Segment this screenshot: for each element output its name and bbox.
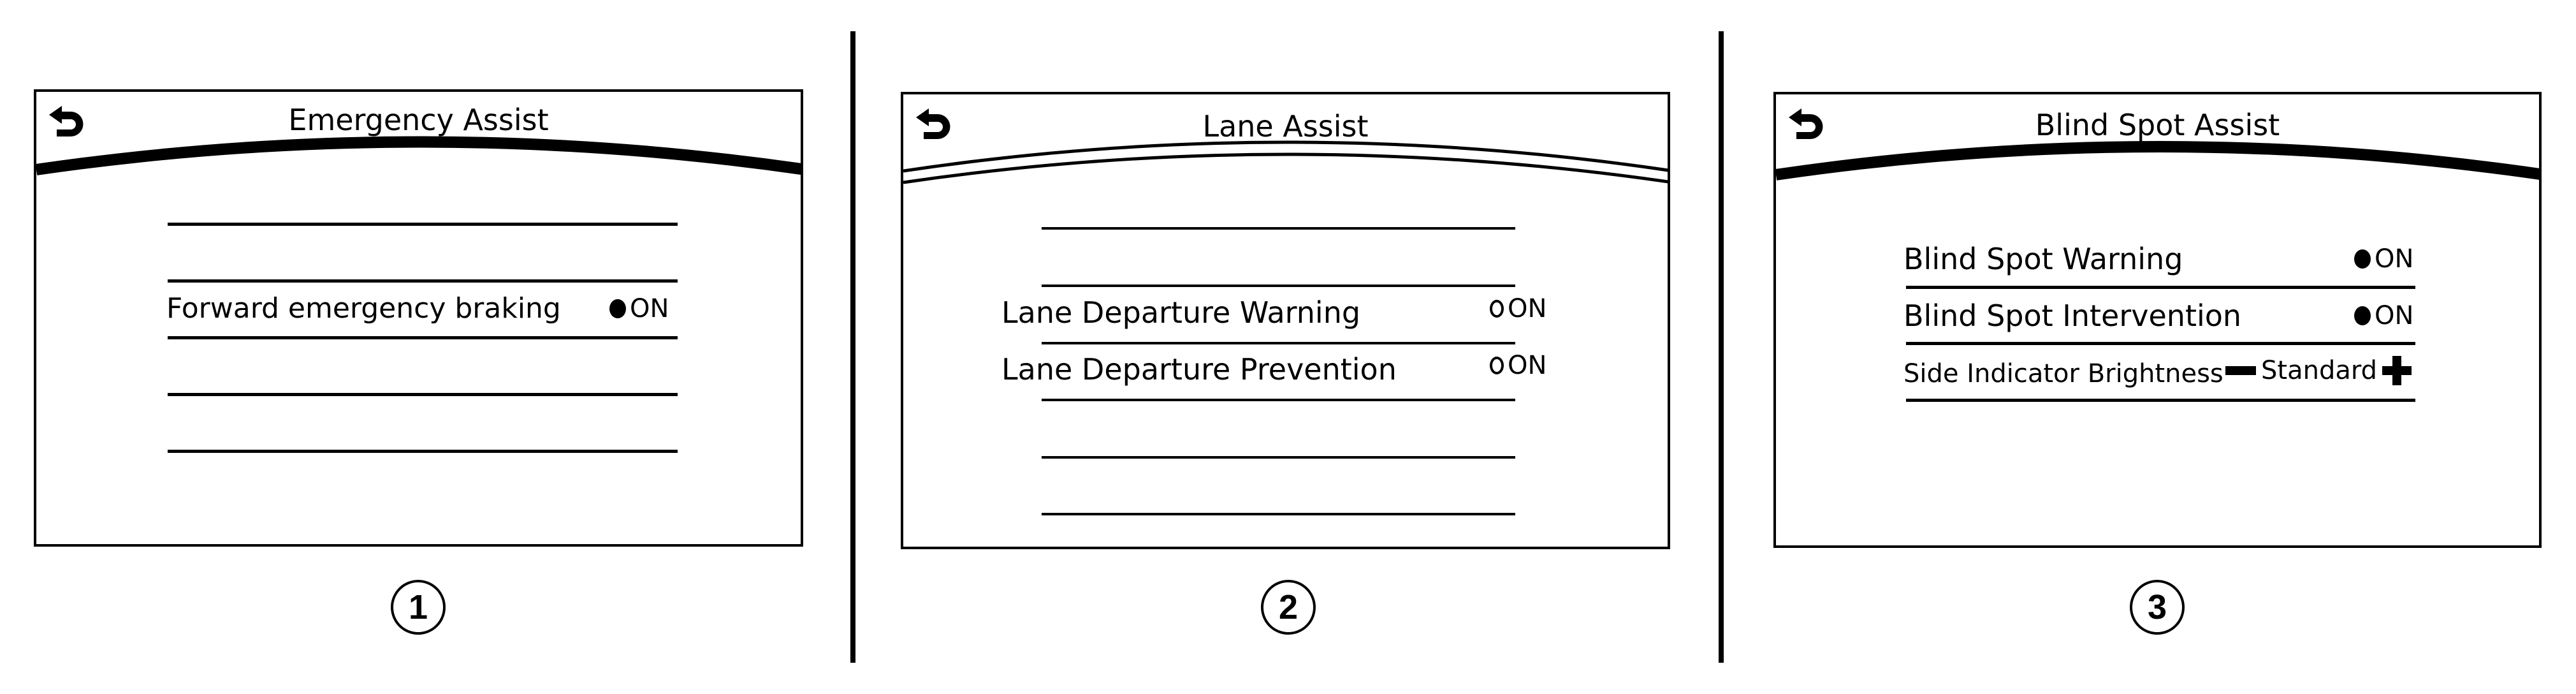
callout-number-1: 1 (391, 580, 446, 635)
status-text: ON (2375, 244, 2414, 274)
list-separator (1042, 513, 1515, 515)
header-double-arc-divider (903, 140, 1668, 184)
panel-title: Blind Spot Assist (2035, 108, 2280, 142)
header-arc-divider (1776, 141, 2539, 181)
back-arrow-icon[interactable] (1787, 108, 1826, 142)
indicator-hollow-icon (1490, 300, 1504, 318)
callout-number-3: 3 (2130, 580, 2185, 635)
setting-label: Forward emergency braking (166, 292, 561, 325)
list-separator (168, 393, 678, 396)
status-text: ON (630, 294, 669, 323)
plus-icon[interactable] (2382, 356, 2412, 385)
indicator-filled-icon (2354, 249, 2371, 269)
back-arrow-icon[interactable] (48, 106, 86, 139)
emergency-assist-screen: Emergency Assist Forward emergency braki… (34, 89, 803, 547)
toggle-status[interactable]: ON (2354, 298, 2413, 334)
list-separator (1906, 286, 2415, 289)
setting-label: Blind Spot Intervention (1903, 299, 2242, 333)
minus-icon[interactable] (2225, 366, 2256, 375)
setting-label: Lane Departure Prevention (1001, 352, 1397, 387)
panel-divider-2 (1719, 31, 1724, 663)
brightness-stepper[interactable]: Standard (2225, 353, 2412, 388)
list-separator (168, 336, 678, 339)
panel-divider-1 (850, 31, 855, 663)
status-text: ON (1508, 294, 1547, 323)
status-text: ON (2375, 301, 2414, 330)
brightness-value: Standard (2261, 356, 2377, 385)
setting-label: Blind Spot Warning (1903, 242, 2183, 276)
lane-assist-screen: Lane Assist Lane Departure Warning ON La… (901, 92, 1670, 549)
list-separator (1042, 342, 1515, 344)
indicator-filled-icon (609, 299, 626, 318)
list-separator (1042, 399, 1515, 401)
setting-label: Side Indicator Brightness (1903, 359, 2223, 388)
list-separator (168, 223, 678, 226)
panel-title: Lane Assist (1202, 109, 1369, 144)
list-separator (168, 279, 678, 283)
blind-spot-assist-screen: Blind Spot Assist Blind Spot Warning ON … (1773, 92, 2542, 548)
list-separator (168, 450, 678, 453)
header-arc-divider (36, 136, 801, 175)
panel-title: Emergency Assist (288, 103, 549, 137)
indicator-filled-icon (2354, 306, 2371, 325)
toggle-status[interactable]: ON (1490, 291, 1546, 327)
list-separator (1042, 227, 1515, 230)
list-separator (1042, 456, 1515, 459)
list-separator (1906, 342, 2415, 345)
toggle-status[interactable]: ON (2354, 241, 2413, 277)
status-text: ON (1508, 351, 1547, 380)
toggle-status[interactable]: ON (1490, 348, 1546, 383)
toggle-status[interactable]: ON (609, 291, 669, 327)
setting-label: Lane Departure Warning (1001, 295, 1361, 330)
indicator-hollow-icon (1490, 357, 1504, 374)
list-separator (1042, 284, 1515, 287)
back-arrow-icon[interactable] (915, 108, 953, 142)
list-separator (1906, 399, 2415, 402)
callout-number-2: 2 (1261, 580, 1316, 635)
